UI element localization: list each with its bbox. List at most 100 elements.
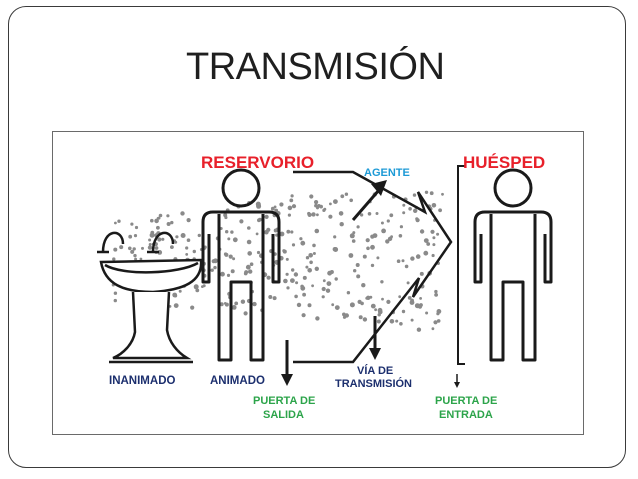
- particle-dot: [112, 257, 116, 261]
- particle-dot: [326, 281, 332, 286]
- entry-door-label-line1: PUERTA DE: [435, 395, 497, 407]
- particle-dot: [398, 295, 402, 299]
- particle-dot: [356, 225, 360, 229]
- particle-dot: [301, 313, 306, 318]
- particle-dot: [178, 289, 182, 293]
- particle-dot: [307, 211, 311, 216]
- particle-dot: [299, 237, 303, 241]
- particle-dot: [185, 246, 189, 250]
- particle-dot: [186, 238, 191, 242]
- particle-dot: [328, 214, 333, 219]
- particle-dot: [351, 239, 356, 243]
- particle-dot: [302, 275, 307, 280]
- transmission-route-arrow: [369, 316, 381, 360]
- particle-dot: [186, 218, 191, 223]
- reservoir-label: RESERVORIO: [201, 153, 314, 172]
- particle-dot: [296, 302, 302, 308]
- particle-dot: [353, 269, 357, 273]
- particle-dot: [360, 301, 364, 306]
- particle-dot: [294, 294, 298, 299]
- host-bracket: [457, 165, 465, 365]
- particle-dot: [309, 260, 313, 265]
- particle-dot: [386, 219, 390, 223]
- exit-door-label-line2: SALIDA: [263, 409, 304, 421]
- particle-dot: [323, 207, 327, 211]
- particle-dot: [406, 281, 410, 285]
- particle-dot: [197, 233, 201, 238]
- agent-arrow: [351, 180, 387, 221]
- particle-dot: [293, 272, 299, 277]
- exit-door-arrow: [281, 340, 293, 386]
- particle-dot: [132, 247, 136, 251]
- particle-dot: [407, 296, 412, 300]
- particle-dot: [401, 259, 405, 263]
- particle-dot: [232, 257, 236, 261]
- particle-dot: [275, 233, 279, 237]
- particle-dot: [287, 205, 293, 211]
- particle-dot: [307, 268, 312, 273]
- particle-dot: [154, 218, 159, 224]
- particle-dot: [166, 222, 171, 226]
- particle-dot: [286, 286, 290, 290]
- particle-dot: [370, 244, 375, 250]
- particle-dot: [408, 207, 412, 211]
- particle-dot: [117, 219, 121, 223]
- particle-dot: [412, 193, 417, 197]
- particle-dot: [128, 234, 133, 239]
- particle-dot: [157, 237, 162, 242]
- particle-dot: [359, 213, 364, 217]
- particle-dot: [389, 319, 395, 324]
- particle-dot: [419, 229, 425, 234]
- particle-dot: [141, 246, 144, 250]
- transmission-diagram: RESERVORIO AGENTE HUÉSPED INANIMADO ANIM…: [97, 153, 553, 421]
- particle-dot: [173, 294, 178, 298]
- particle-dot: [434, 293, 438, 297]
- particle-dot: [210, 268, 214, 272]
- particle-dot: [312, 252, 316, 255]
- particle-dot: [193, 284, 199, 290]
- particle-dot: [367, 212, 372, 216]
- particle-dot: [256, 203, 261, 209]
- particle-dot: [268, 295, 273, 299]
- particle-dot: [149, 232, 155, 238]
- particle-dot: [226, 273, 231, 277]
- particle-dot: [286, 229, 291, 234]
- particle-dot: [290, 194, 294, 198]
- particle-dot: [385, 239, 390, 244]
- particle-dot: [380, 280, 384, 284]
- particle-dot: [377, 307, 383, 313]
- particle-dot: [246, 239, 252, 245]
- particle-dot: [386, 299, 391, 304]
- particle-dot: [245, 264, 251, 270]
- particle-dot: [362, 317, 368, 322]
- particle-dot: [339, 222, 344, 227]
- particle-dot: [283, 278, 288, 284]
- particle-dot: [291, 268, 295, 272]
- particle-dot: [361, 283, 366, 288]
- particle-dot: [355, 263, 360, 267]
- particle-dot: [365, 296, 369, 300]
- particle-dot: [224, 215, 228, 220]
- particle-dot: [344, 192, 349, 196]
- particle-dot: [270, 206, 275, 211]
- particle-dot: [358, 315, 363, 320]
- particle-dot: [409, 300, 415, 305]
- particle-dot: [287, 213, 291, 217]
- particle-dot: [148, 238, 152, 242]
- particle-dot: [158, 213, 163, 218]
- particle-dot: [308, 253, 313, 258]
- particle-dot: [436, 319, 441, 323]
- particle-dot: [290, 278, 295, 283]
- particle-dot: [133, 253, 137, 258]
- particle-dot: [192, 249, 196, 254]
- particle-dot: [244, 270, 249, 275]
- particle-dot: [249, 262, 254, 266]
- particle-dot: [346, 291, 351, 295]
- particle-dot: [404, 264, 409, 269]
- particle-dot: [376, 256, 380, 260]
- particle-dot: [429, 191, 434, 196]
- particle-dot: [381, 297, 384, 301]
- particle-dot: [220, 271, 225, 277]
- particle-dot: [190, 305, 195, 310]
- particle-dot: [195, 288, 200, 293]
